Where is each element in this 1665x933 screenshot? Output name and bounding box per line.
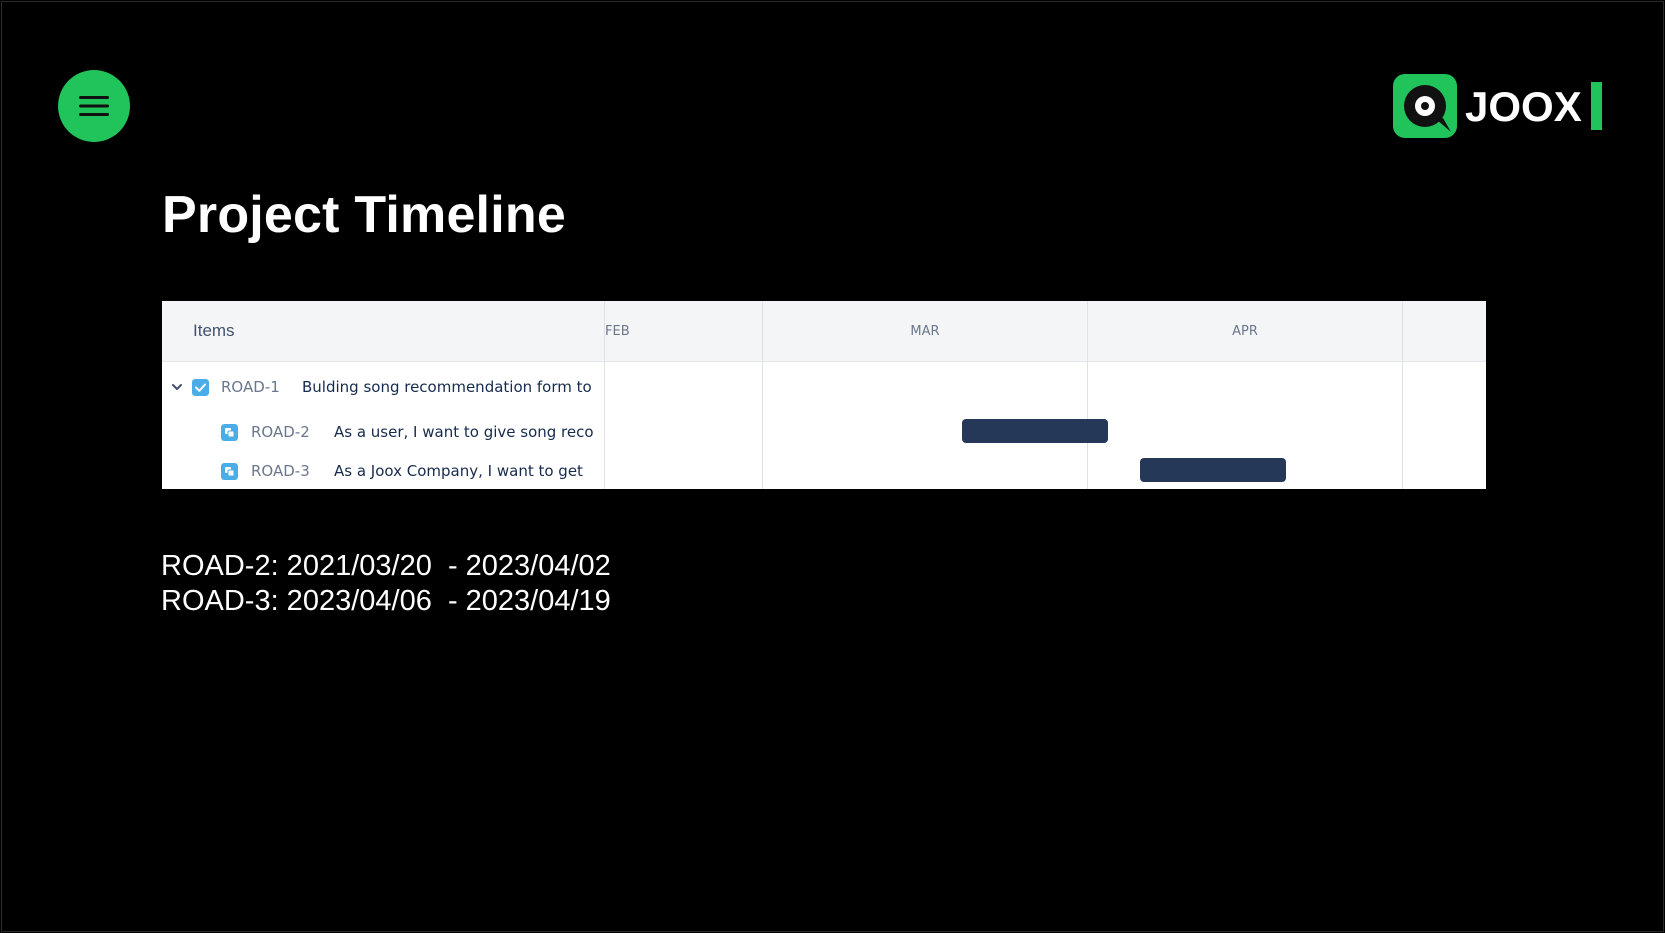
date-range-road-2: ROAD-2: 2021/03/20 - 2023/04/02 bbox=[161, 550, 611, 582]
story-icon bbox=[221, 423, 238, 441]
month-divider bbox=[762, 301, 763, 489]
timeline-row-road-3[interactable]: ROAD-3 As a Joox Company, I want to get bbox=[162, 452, 604, 489]
month-divider bbox=[1087, 301, 1088, 489]
timeline-row-road-2[interactable]: ROAD-2 As a user, I want to give song re… bbox=[162, 413, 604, 451]
issue-summary[interactable]: Bulding song recommendation form to bbox=[302, 378, 592, 396]
timeline-header bbox=[162, 301, 1486, 362]
month-label-feb: FEB bbox=[605, 324, 630, 339]
timeline-row-road-1[interactable]: ROAD-1 Bulding song recommendation form … bbox=[162, 368, 604, 406]
timeline-bar-road-2[interactable] bbox=[962, 419, 1108, 443]
joox-logo: JOOX bbox=[1393, 74, 1602, 138]
menu-button[interactable] bbox=[58, 70, 130, 142]
roadmap-timeline: Items FEB MAR APR ROAD-1 Bulding song re… bbox=[162, 301, 1486, 489]
items-column-header: Items bbox=[193, 321, 235, 340]
epic-checkbox-icon bbox=[192, 378, 209, 396]
issue-key[interactable]: ROAD-1 bbox=[221, 378, 280, 396]
issue-summary[interactable]: As a Joox Company, I want to get bbox=[334, 462, 583, 480]
month-label-mar: MAR bbox=[910, 324, 940, 339]
issue-key[interactable]: ROAD-3 bbox=[251, 462, 310, 480]
hamburger-icon bbox=[79, 96, 109, 116]
items-divider[interactable] bbox=[604, 301, 605, 489]
svg-text:JOOX: JOOX bbox=[1465, 83, 1582, 130]
page-title: Project Timeline bbox=[162, 186, 566, 244]
month-divider bbox=[1402, 301, 1403, 489]
chevron-down-icon[interactable] bbox=[171, 381, 183, 393]
timeline-bar-road-3[interactable] bbox=[1140, 458, 1286, 482]
issue-summary[interactable]: As a user, I want to give song reco bbox=[334, 423, 594, 441]
date-range-road-3: ROAD-3: 2023/04/06 - 2023/04/19 bbox=[161, 585, 611, 617]
month-label-apr: APR bbox=[1232, 324, 1258, 339]
issue-key[interactable]: ROAD-2 bbox=[251, 423, 310, 441]
story-icon bbox=[221, 462, 238, 480]
